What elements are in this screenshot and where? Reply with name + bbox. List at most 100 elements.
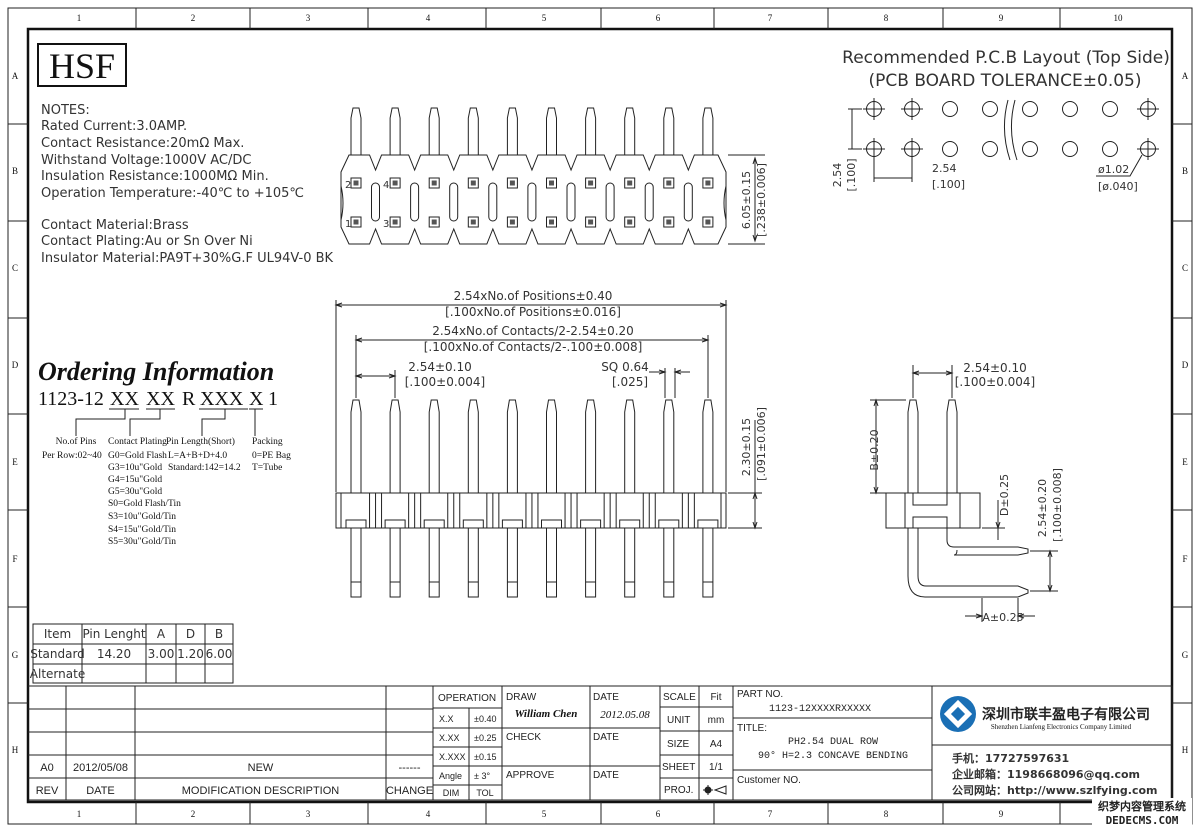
note-line: Operation Temperature:-40℃ to +105℃: [41, 186, 304, 201]
pin-lower: [384, 519, 406, 598]
approve-label: APPROVE: [506, 770, 555, 781]
grid-row-label: G: [12, 650, 19, 660]
part-no: 1123-12XXXXRXXXXX: [769, 704, 871, 715]
grid-col-label: 1: [77, 809, 82, 819]
body-height-dim-in: [.091±0.006]: [755, 407, 768, 481]
table-cell: 1.20: [177, 647, 204, 661]
pin-square-core: [509, 180, 515, 186]
pin: [702, 107, 714, 155]
note-line: Contact Plating:Au or Sn Over Ni: [41, 234, 253, 249]
projection-symbol-icon: [703, 785, 727, 795]
grid-col-label: 4: [426, 13, 431, 23]
company-website: 公司网站：http://www.szlfying.com: [952, 783, 1158, 797]
grid-col-label: 9: [999, 13, 1004, 23]
pin-square-core: [627, 219, 633, 225]
drawing-title-line: PH2.54 DUAL ROW: [788, 737, 878, 748]
pin-lower: [697, 519, 719, 598]
scale-label: SCALE: [663, 692, 696, 703]
company-phone: 手机：17727597631: [952, 751, 1069, 765]
pin-square: [702, 216, 714, 228]
size-label: SIZE: [667, 739, 690, 750]
note-line: Withstand Voltage:1000V AC/DC: [41, 153, 251, 168]
pin-square: [585, 177, 597, 189]
header-body: [335, 492, 727, 529]
pin: [663, 107, 675, 155]
title-label: TITLE:: [737, 723, 767, 734]
pin-square: [506, 216, 518, 228]
tol-value: ±0.25: [474, 733, 496, 743]
watermark-line2: DEDECMS.COM: [1106, 814, 1179, 827]
pcb-col-pitch-in: [.100]: [932, 178, 965, 191]
pin-square-core: [549, 219, 554, 225]
grid-col-label: 9: [999, 809, 1004, 819]
pin: [428, 399, 440, 493]
body-slot: [566, 182, 576, 222]
pin: [546, 107, 557, 155]
hole-center-mark: [1137, 98, 1159, 120]
ordering-field-value: L=A+B+D+4.0: [168, 451, 227, 461]
pcb-hole: [982, 101, 998, 117]
table-header: A: [157, 627, 166, 641]
side-view: 2.54±0.10 [.100±0.004] B±0.20 D±0.25 2.5…: [868, 361, 1064, 624]
ordering-field-value: S5=30u"Gold/Tin: [108, 537, 176, 547]
pcb-col-pitch: 2.54: [932, 162, 957, 175]
operation-label: OPERATION: [438, 693, 496, 704]
pcb-layout: Recommended P.C.B Layout (Top Side) (PCB…: [831, 48, 1170, 193]
pin-lower: [658, 519, 680, 598]
body-slot: [605, 182, 615, 222]
revision-header: CHANGE: [386, 785, 433, 797]
ordering-field-label: Packing: [252, 437, 283, 447]
grid-row-label: B: [1182, 166, 1188, 176]
overall-length-dim: 2.54xNo.of Positions±0.40: [454, 289, 613, 303]
grid-col-label: 10: [1114, 13, 1124, 23]
ordering-field-value: S0=Gold Flash/Tin: [108, 499, 181, 509]
outer-frame: [7, 7, 1193, 825]
ordering-field-label: Pin Length(Short): [166, 436, 235, 447]
note-line: Insulation Resistance:1000MΩ Min.: [41, 169, 269, 184]
pcb-hole: [1102, 141, 1118, 157]
body-slot: [371, 182, 380, 222]
grid-row-label: E: [1182, 457, 1188, 467]
pin-square: [389, 177, 401, 189]
pin-lower: [423, 519, 445, 598]
note-line: Contact Resistance:20mΩ Max.: [41, 136, 244, 151]
row-pitch-dim-in: [.100±0.008]: [1051, 468, 1064, 542]
pin-square: [428, 216, 440, 228]
company-logo-icon: [940, 696, 976, 732]
pcb-hole: [1022, 101, 1038, 117]
part-no-label: PART NO.: [737, 689, 783, 700]
grid-row-label: C: [1182, 263, 1188, 273]
customer-no-label: Customer NO.: [737, 775, 801, 786]
grid-col-label: 7: [768, 809, 773, 819]
pin-square: [350, 216, 362, 228]
watermark-line1: 织梦内容管理系统: [1098, 799, 1186, 813]
table-header: Pin Lenght: [82, 627, 145, 641]
body-rib: [681, 493, 695, 528]
contact-span-dim-in: [.100xNo.of Contacts/2-.100±0.008]: [424, 340, 643, 354]
grid-col-label: 5: [542, 13, 547, 23]
pin-square: [428, 177, 440, 189]
code-length: XXX: [200, 388, 244, 410]
tol-label: TOL: [476, 788, 493, 798]
code-prefix: 1123-12: [38, 388, 104, 410]
pin-label: 4: [383, 180, 389, 191]
code-packing: X: [249, 388, 264, 410]
d-dim: D±0.25: [998, 474, 1011, 516]
draw-date: 2012.05.08: [600, 709, 650, 721]
pin-square-core: [470, 219, 476, 225]
grid-col-label: 7: [768, 13, 773, 23]
body-height-dim: 2.30±0.15: [740, 418, 753, 476]
grid-row-label: H: [1182, 745, 1189, 755]
body-rib: [486, 493, 500, 528]
grid-col-label: 2: [191, 13, 196, 23]
pcb-row-pitch: 2.54: [831, 163, 844, 188]
ordering-field-value: G3=10u"Gold: [108, 463, 162, 473]
pin-square-core: [470, 180, 476, 186]
table-cell: Alternate: [30, 667, 85, 681]
company-block: 深圳市联丰盈电子有限公司 Shenzhen Lianfeng Electroni…: [940, 696, 1158, 797]
pin: [467, 107, 479, 155]
pin: [624, 399, 636, 493]
hole-center-mark: [1137, 138, 1159, 160]
grid-row-label: D: [1182, 360, 1189, 370]
